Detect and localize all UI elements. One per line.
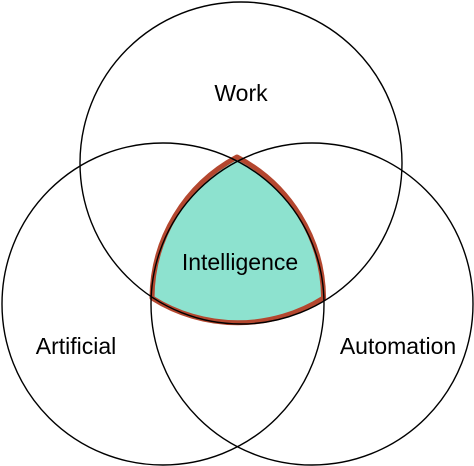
work-circle xyxy=(79,1,403,325)
artificial-circle xyxy=(1,142,325,466)
intersection-region xyxy=(149,154,327,326)
artificial-label: Artificial xyxy=(36,333,117,359)
automation-circle xyxy=(150,142,474,466)
automation-label: Automation xyxy=(340,333,456,359)
intelligence-label: Intelligence xyxy=(182,249,298,275)
work-label: Work xyxy=(214,80,268,106)
